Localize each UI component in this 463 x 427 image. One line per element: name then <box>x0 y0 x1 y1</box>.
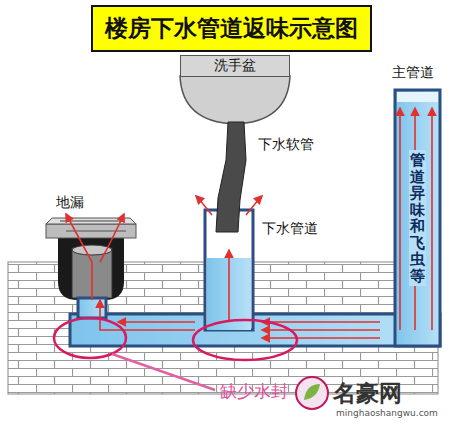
node-text: 洗手盆 <box>214 57 256 75</box>
drain-pipe-label: 下水管道 <box>262 220 318 238</box>
vertical-text: 管道异味和飞虫等 <box>409 150 426 286</box>
title-text: 楼房下水管道返味示意图 <box>93 7 370 50</box>
title-banner: 楼房下水管道返味示意图 <box>91 5 372 52</box>
missing-seal-note: 缺少水封 <box>220 380 288 403</box>
floor-drain-label: 地漏 <box>56 194 84 212</box>
main-pipe: 管道异味和飞虫等 <box>395 90 440 346</box>
main-pipe-label: 主管道 <box>392 64 434 82</box>
watermark-text: 名豪网 <box>333 378 402 409</box>
watermark-url: minghaoshangwu.com <box>336 408 438 418</box>
sink-top: 洗手盆 <box>180 55 290 77</box>
hose-label: 下水软管 <box>258 136 314 154</box>
